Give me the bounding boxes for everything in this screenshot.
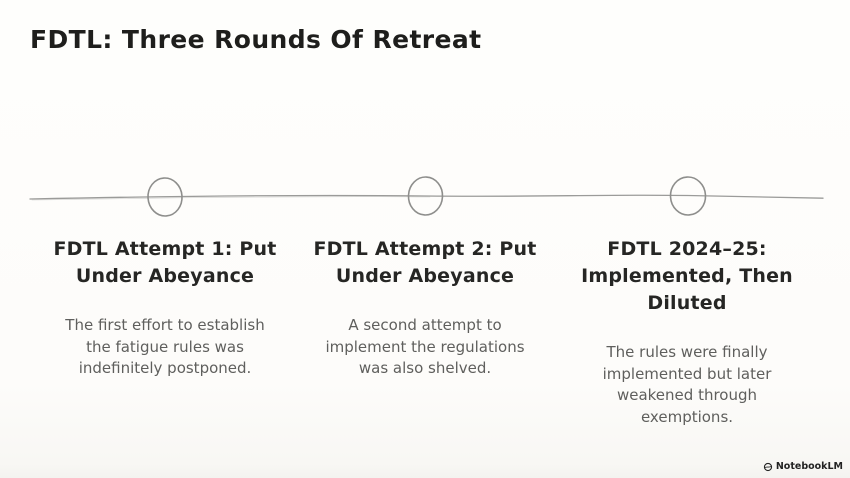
notebooklm-logo-icon <box>763 462 773 472</box>
milestone-3-description: The rules were finally implemented but l… <box>602 343 772 426</box>
milestone-3-heading: FDTL 2024–25: Implemented, Then Diluted <box>581 238 793 314</box>
milestone-3: FDTL 2024–25: Implemented, Then Diluted … <box>567 236 807 428</box>
timeline-line-sketch-stroke <box>31 196 431 201</box>
milestone-1-heading: FDTL Attempt 1: Put Under Abeyance <box>53 238 277 287</box>
timeline-line <box>29 194 824 200</box>
milestone-2: FDTL Attempt 2: Put Under Abeyance A sec… <box>305 236 545 380</box>
notebooklm-watermark: NotebookLM <box>763 461 843 472</box>
milestone-1-description: The first effort to establish the fatigu… <box>65 316 265 377</box>
notebooklm-watermark-label: NotebookLM <box>775 461 843 472</box>
timeline-node-circle-3 <box>669 176 707 216</box>
timeline-node-circle-1 <box>147 177 183 217</box>
milestone-2-description: A second attempt to implement the regula… <box>325 316 525 377</box>
milestone-2-heading: FDTL Attempt 2: Put Under Abeyance <box>313 238 537 287</box>
timeline-node-circle-2 <box>407 176 444 216</box>
page-title: FDTL: Three Rounds Of Retreat <box>30 25 482 54</box>
milestone-1: FDTL Attempt 1: Put Under Abeyance The f… <box>45 236 285 380</box>
